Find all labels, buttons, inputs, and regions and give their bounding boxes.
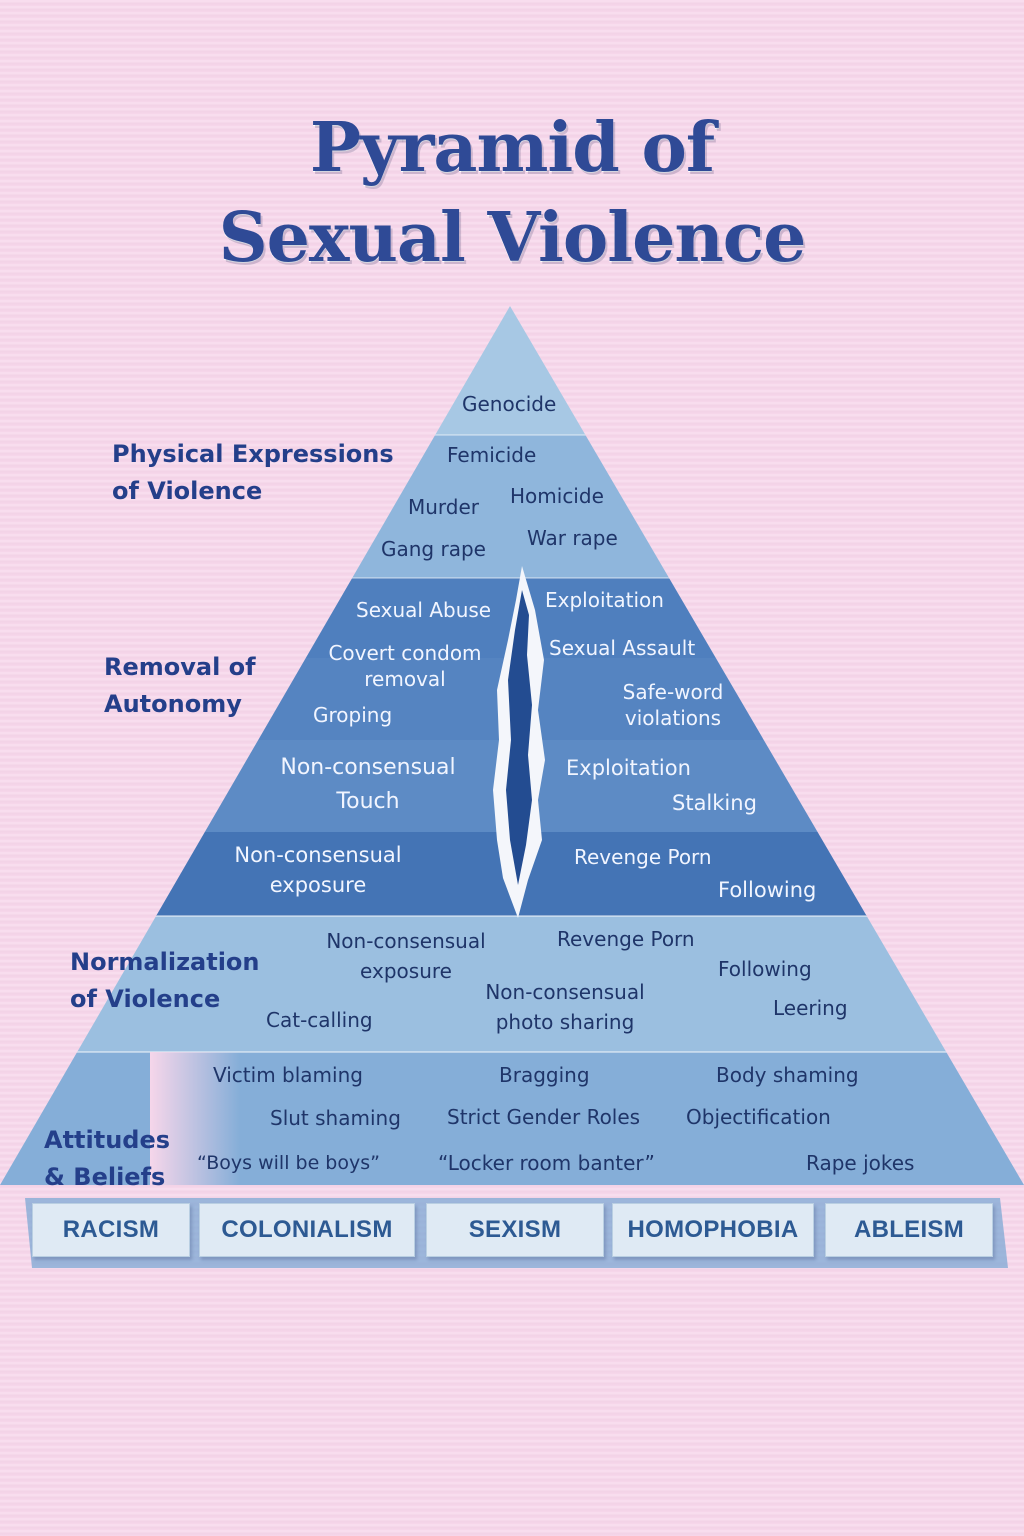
item-war-rape: War rape — [527, 526, 618, 550]
item-non-consensual-photo-sharing: Non-consensual photo sharing — [485, 980, 645, 1034]
item-non-consensual-touch: Non-consensual Touch — [280, 755, 456, 815]
item-bragging: Bragging — [499, 1063, 590, 1087]
item-non-consensual-exposure-1: Non-consensual exposure — [234, 843, 402, 898]
item-homicide: Homicide — [510, 484, 604, 508]
item-covert-condom-removal: Covert condom removal — [328, 641, 482, 691]
item-gang-rape: Gang rape — [381, 537, 486, 561]
item-revenge-porn-2: Revenge Porn — [557, 927, 695, 951]
item-strict-gender-roles: Strict Gender Roles — [447, 1105, 641, 1129]
item-non-consensual-exposure-2: Non-consensual exposure — [326, 929, 486, 983]
item-victim-blaming: Victim blaming — [213, 1063, 363, 1087]
title-line-2: Sexual Violence — [218, 198, 807, 278]
tier-label-normalization: Normalization of Violence — [70, 948, 260, 1013]
item-femicide: Femicide — [447, 443, 537, 467]
item-exploitation-2: Exploitation — [566, 756, 691, 780]
item-murder: Murder — [408, 495, 480, 519]
item-following-1: Following — [718, 878, 817, 902]
item-sexual-abuse: Sexual Abuse — [356, 598, 492, 622]
item-safe-word-violations: Safe-word violations — [622, 680, 724, 730]
item-boys-will-be-boys: “Boys will be boys” — [197, 1152, 380, 1174]
tier-label-attitudes: Attitudes & Beliefs — [44, 1126, 171, 1191]
item-genocide: Genocide — [462, 392, 557, 416]
item-body-shaming: Body shaming — [716, 1063, 859, 1087]
base-sexism: SEXISM — [426, 1203, 604, 1257]
title-line-1: Pyramid of — [309, 108, 715, 188]
base-homophobia: HOMOPHOBIA — [612, 1203, 814, 1257]
item-following-2: Following — [718, 957, 812, 981]
item-cat-calling: Cat-calling — [266, 1008, 373, 1032]
item-exploitation-1: Exploitation — [545, 588, 664, 612]
base-ableism: ABLEISM — [825, 1203, 993, 1257]
item-locker-room-banter: “Locker room banter” — [438, 1151, 655, 1175]
item-stalking: Stalking — [672, 791, 757, 815]
tier-band-normalization — [0, 916, 1024, 1052]
base-colonialism: COLONIALISM — [199, 1203, 415, 1257]
item-revenge-porn-1: Revenge Porn — [574, 845, 712, 869]
base-racism: RACISM — [32, 1203, 190, 1257]
item-leering: Leering — [773, 996, 848, 1020]
item-sexual-assault: Sexual Assault — [549, 636, 696, 660]
torn-crack-inner — [506, 590, 532, 885]
item-rape-jokes: Rape jokes — [806, 1151, 915, 1175]
item-slut-shaming: Slut shaming — [270, 1106, 401, 1130]
item-groping: Groping — [313, 703, 393, 727]
item-objectification: Objectification — [686, 1105, 831, 1129]
tier-label-physical: Physical Expressions of Violence — [112, 440, 394, 505]
tier-label-removal: Removal of Autonomy — [104, 653, 256, 718]
